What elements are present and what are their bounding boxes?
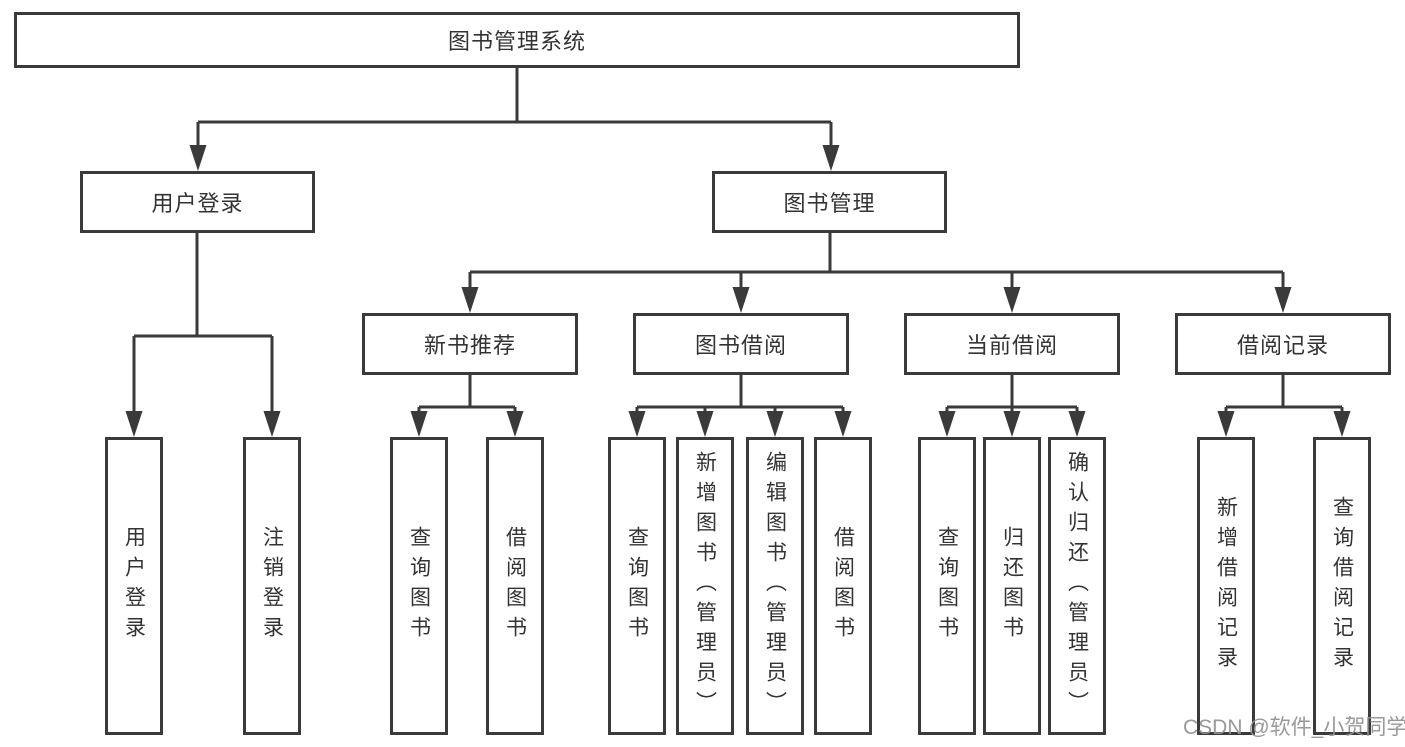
leaf-return-books-label: 归还图书 — [1000, 526, 1024, 646]
node-book-management-label: 图书管理 — [783, 191, 876, 216]
leaf-borrow-books-recommend: 借阅图书 — [486, 437, 544, 735]
node-root: 图书管理系统 — [14, 12, 1020, 68]
leaf-add-books-admin: 新增图书（管理员） — [676, 437, 734, 735]
leaf-query-books-recommend-label: 查询图书 — [407, 526, 431, 646]
leaf-add-borrow-record-label: 新增借阅记录 — [1214, 496, 1238, 676]
leaf-logout: 注销登录 — [243, 437, 301, 735]
node-new-book-recommend: 新书推荐 — [362, 313, 578, 375]
leaf-query-books-recommend: 查询图书 — [390, 437, 448, 735]
leaf-borrow-books-recommend-label: 借阅图书 — [503, 526, 527, 646]
leaf-query-books-current: 查询图书 — [918, 437, 976, 735]
node-current-borrow-label: 当前借阅 — [965, 333, 1058, 358]
node-book-borrow: 图书借阅 — [633, 313, 849, 375]
leaf-confirm-return-admin-label: 确认归还（管理员） — [1065, 451, 1089, 721]
node-borrow-records-label: 借阅记录 — [1236, 333, 1329, 358]
node-book-management: 图书管理 — [712, 171, 947, 233]
node-book-borrow-label: 图书借阅 — [694, 333, 787, 358]
arrowheads — [125, 145, 1351, 437]
leaf-edit-books-admin-label: 编辑图书（管理员） — [763, 451, 787, 721]
leaf-user-login-label: 用户登录 — [122, 526, 146, 646]
node-current-borrow: 当前借阅 — [904, 313, 1120, 375]
watermark-text: CSDN @软件_小贺同学 — [1183, 716, 1405, 739]
node-user-login: 用户登录 — [80, 171, 315, 233]
node-new-book-recommend-label: 新书推荐 — [423, 333, 516, 358]
leaf-borrow-books-label: 借阅图书 — [831, 526, 855, 646]
leaf-add-books-admin-label: 新增图书（管理员） — [693, 451, 717, 721]
node-borrow-records: 借阅记录 — [1175, 313, 1391, 375]
node-root-label: 图书管理系统 — [447, 29, 586, 54]
leaf-edit-books-admin: 编辑图书（管理员） — [746, 437, 804, 735]
leaf-user-login: 用户登录 — [105, 437, 163, 735]
leaf-borrow-books: 借阅图书 — [814, 437, 872, 735]
leaf-confirm-return-admin: 确认归还（管理员） — [1048, 437, 1106, 735]
leaf-add-borrow-record: 新增借阅记录 — [1197, 437, 1255, 735]
node-user-login-label: 用户登录 — [151, 191, 244, 216]
leaf-query-books-borrow-label: 查询图书 — [625, 526, 649, 646]
leaf-logout-label: 注销登录 — [260, 526, 284, 646]
leaf-query-books-current-label: 查询图书 — [935, 526, 959, 646]
leaf-return-books: 归还图书 — [983, 437, 1041, 735]
leaf-query-borrow-record-label: 查询借阅记录 — [1330, 496, 1354, 676]
leaf-query-books-borrow: 查询图书 — [608, 437, 666, 735]
leaf-query-borrow-record: 查询借阅记录 — [1313, 437, 1371, 735]
